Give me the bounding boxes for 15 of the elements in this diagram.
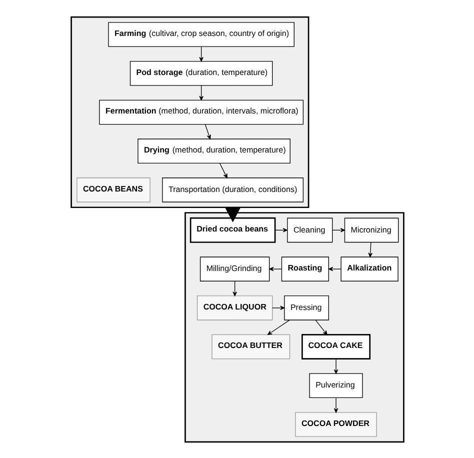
arrow <box>198 84 203 100</box>
cluster <box>70 16 309 208</box>
arrow <box>333 396 338 412</box>
arrow <box>333 358 338 374</box>
arrow <box>314 319 327 335</box>
cluster <box>184 212 404 442</box>
arrow <box>204 124 210 139</box>
arrow <box>266 319 290 335</box>
arrow <box>368 241 372 257</box>
arrow <box>272 305 284 310</box>
arrow <box>232 280 236 296</box>
arrow <box>268 266 282 271</box>
arrow <box>198 46 203 62</box>
arrow <box>328 266 341 271</box>
arrow <box>218 162 227 178</box>
